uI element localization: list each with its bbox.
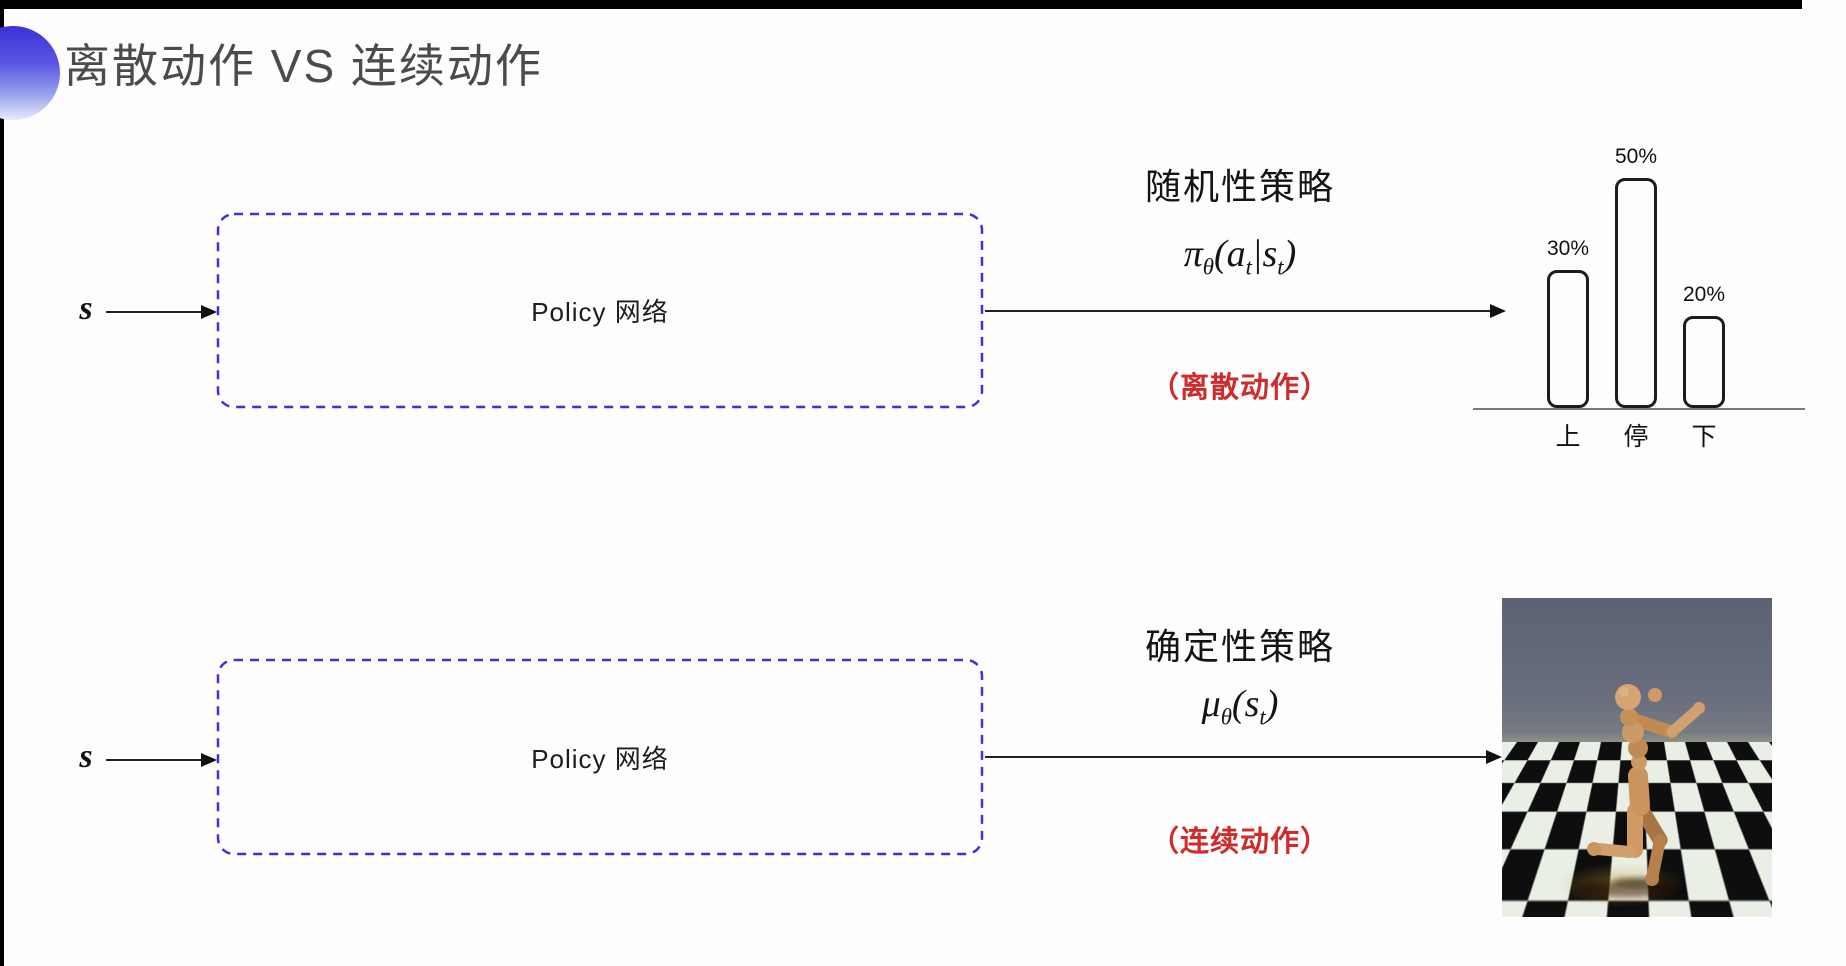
policy-box-label: Policy 网络 [531,743,669,774]
input-arrow-deterministic [106,753,217,767]
chart-baseline [1473,408,1805,410]
bar-column: 20% [1683,283,1725,408]
dashed-border [216,212,984,409]
policy-name-deterministic: 确定性策略 [1144,626,1335,667]
letterbox-top-bar [0,0,1802,9]
bar [1547,270,1589,408]
input-arrow-stochastic [106,305,217,319]
bar-category-label: 停 [1623,423,1649,451]
action-type-note-discrete: （离散动作） [1149,372,1330,404]
dashed-border [216,658,984,856]
page-title: 离散动作 VS 连续动作 [64,40,543,92]
bar-column: 30% [1547,237,1589,408]
bar-value-label: 50% [1614,145,1658,168]
action-type-note-continuous: （连续动作） [1149,826,1330,858]
output-arrow-deterministic [985,750,1502,764]
letterbox-left-bar [0,0,4,966]
humanoid-robot-icon [1580,684,1705,897]
bar-category-label: 上 [1555,423,1581,451]
policy-network-box-deterministic: Policy 网络 [216,658,984,856]
humanoid-simulation-image [1502,598,1772,917]
chart-category-labels: 上停下 [1547,417,1725,453]
bar [1683,316,1725,408]
bar-value-label: 30% [1546,237,1590,260]
policy-network-box-stochastic: Policy 网络 [216,212,984,409]
formula-stochastic: πθ(at|st) [1183,233,1297,280]
policy-name-stochastic: 随机性策略 [1144,166,1335,207]
bar-column: 50% [1615,145,1657,408]
output-arrow-stochastic [985,304,1506,318]
action-probability-bars: 30% 50% 20% [1547,130,1725,408]
policy-box-label: Policy 网络 [531,297,669,327]
bar-category-label: 下 [1691,423,1717,451]
title-bullet-icon [0,26,60,120]
state-input-label-stochastic: s [79,290,93,327]
state-input-label-deterministic: s [79,738,93,775]
formula-deterministic: μθ(st) [1201,683,1279,730]
bar-value-label: 20% [1682,283,1726,306]
bar [1615,178,1657,408]
